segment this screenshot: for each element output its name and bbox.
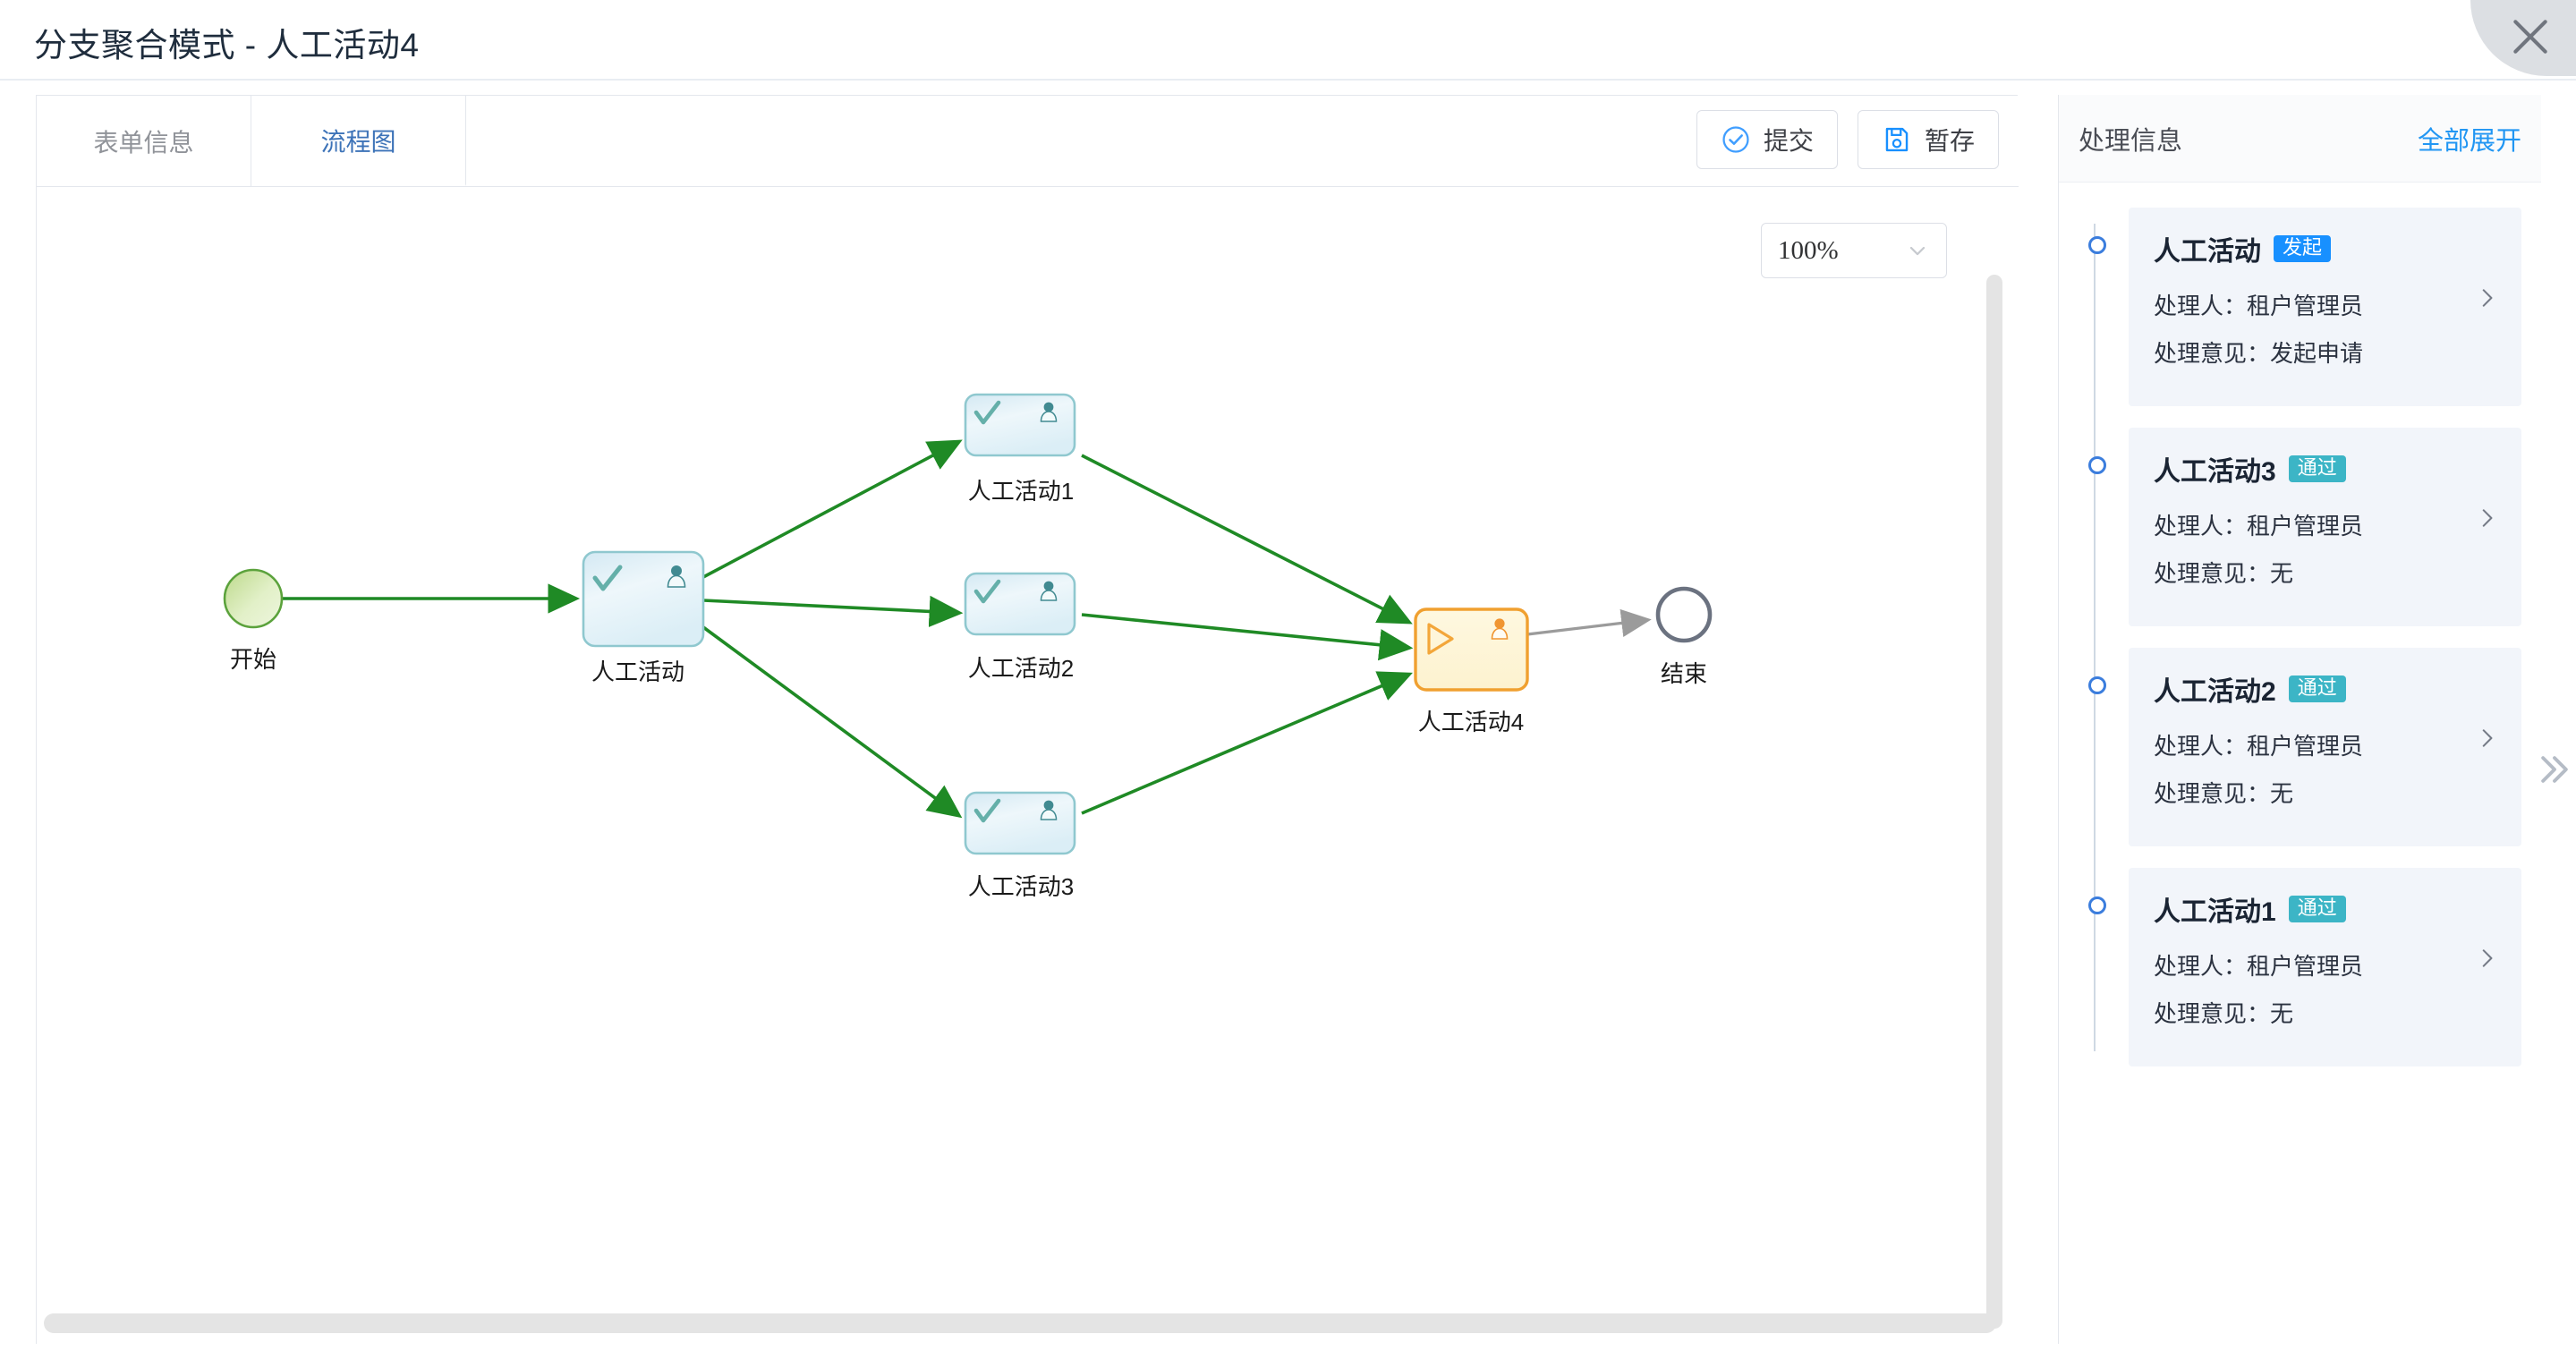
timeline-node-name: 人工活动3	[2154, 457, 2276, 487]
timeline-handler-row: 处理人：租户管理员	[2154, 293, 2364, 319]
diagram-node-start[interactable]	[223, 568, 284, 629]
status-badge: 发起	[2274, 235, 2332, 262]
window-titlebar: 分支聚合模式 - 人工活动4	[0, 0, 2576, 81]
timeline-opinion-row: 处理意见：无	[2154, 560, 2294, 587]
process-timeline: 人工活动 发起 处理人：租户管理员 处理意见：发起申请 人	[2059, 183, 2541, 1344]
timeline-item: 人工活动1 通过 处理人：租户管理员 处理意见：无	[2079, 868, 2521, 1066]
timeline-opinion-row: 处理意见：发起申请	[2154, 340, 2364, 367]
diagram-label-current-4: 人工活动4	[1417, 709, 1525, 735]
tab-bar: 表单信息 流程图 提交	[37, 96, 2019, 187]
process-info-header: 处理信息 全部展开	[2059, 95, 2541, 183]
status-badge: 通过	[2288, 455, 2346, 482]
close-icon	[2513, 20, 2547, 54]
timeline-dot-icon	[2088, 896, 2106, 914]
horizontal-scrollbar[interactable]	[44, 1313, 1996, 1333]
process-info-panel: 处理信息 全部展开 人工活动 发起 处理人：租户管理员 处理意见：发起申请	[2058, 95, 2541, 1344]
tab-flow-chart[interactable]: 流程图	[251, 96, 466, 186]
timeline-dot-icon	[2088, 236, 2106, 254]
timeline-node-name: 人工活动1	[2154, 897, 2276, 927]
timeline-card-header: 人工活动2 通过	[2154, 669, 2496, 709]
timeline-dot-icon	[2088, 456, 2106, 474]
timeline-handler-row: 处理人：租户管理员	[2154, 513, 2364, 540]
process-info-title: 处理信息	[2079, 126, 2183, 156]
chevron-down-icon	[1909, 246, 1926, 256]
save-draft-button-label: 暂存	[1924, 127, 1975, 155]
diagram-node-task-2[interactable]	[964, 572, 1076, 636]
timeline-item: 人工活动2 通过 处理人：租户管理员 处理意见：无	[2079, 648, 2521, 846]
timeline-card[interactable]: 人工活动1 通过 处理人：租户管理员 处理意见：无	[2129, 868, 2521, 1066]
chevron-right-icon[interactable]	[2475, 947, 2498, 970]
flow-canvas[interactable]: 100%	[37, 187, 2019, 1345]
flow-edges	[281, 439, 1652, 819]
action-buttons: 提交 暂存	[1696, 110, 1999, 169]
diagram-node-current-4[interactable]	[1414, 608, 1529, 692]
timeline-dot-icon	[2088, 676, 2106, 694]
circle-check-icon	[1722, 126, 1749, 153]
content-area: 表单信息 流程图 提交	[0, 81, 2576, 1368]
timeline-card-header: 人工活动3 通过	[2154, 449, 2496, 489]
chevron-right-icon[interactable]	[2475, 506, 2498, 530]
flow-card: 表单信息 流程图 提交	[36, 95, 2019, 1345]
zoom-level-value: 100%	[1778, 235, 1839, 265]
flow-diagram-svg	[223, 393, 1713, 855]
chevron-right-icon[interactable]	[2475, 286, 2498, 310]
close-button[interactable]	[2470, 0, 2576, 76]
save-draft-button[interactable]: 暂存	[1857, 110, 1999, 169]
timeline-handler-row: 处理人：租户管理员	[2154, 953, 2364, 980]
timeline-item: 人工活动3 通过 处理人：租户管理员 处理意见：无	[2079, 428, 2521, 626]
vertical-scrollbar[interactable]	[1986, 275, 2002, 1329]
status-badge: 通过	[2288, 676, 2346, 702]
timeline-axis	[2094, 224, 2096, 1051]
timeline-handler-row: 处理人：租户管理员	[2154, 733, 2364, 760]
diagram-node-end[interactable]	[1655, 586, 1713, 643]
diagram-label-end: 结束	[1660, 660, 1708, 687]
timeline-card[interactable]: 人工活动2 通过 处理人：租户管理员 处理意见：无	[2129, 648, 2521, 846]
expand-all-link[interactable]: 全部展开	[2417, 126, 2521, 156]
zoom-level-select[interactable]: 100%	[1761, 223, 1947, 278]
timeline-node-name: 人工活动2	[2154, 677, 2276, 707]
submit-button[interactable]: 提交	[1696, 110, 1838, 169]
diagram-label-task-2: 人工活动2	[967, 655, 1075, 682]
timeline-card[interactable]: 人工活动3 通过 处理人：租户管理员 处理意见：无	[2129, 428, 2521, 626]
timeline-opinion-row: 处理意见：无	[2154, 780, 2294, 807]
timeline-card-header: 人工活动 发起	[2154, 229, 2496, 268]
floppy-save-icon	[1885, 127, 1909, 152]
diagram-label-task-1: 人工活动1	[967, 478, 1075, 505]
tab-form-info[interactable]: 表单信息	[37, 96, 251, 186]
timeline-card[interactable]: 人工活动 发起 处理人：租户管理员 处理意见：发起申请	[2129, 208, 2521, 406]
diagram-node-task-3[interactable]	[964, 791, 1076, 855]
timeline-card-header: 人工活动1 通过	[2154, 889, 2496, 929]
timeline-item: 人工活动 发起 处理人：租户管理员 处理意见：发起申请	[2079, 208, 2521, 406]
diagram-label-task-3: 人工活动3	[967, 873, 1075, 900]
diagram-label-start: 开始	[229, 646, 277, 673]
page-title: 分支聚合模式 - 人工活动4	[34, 27, 420, 64]
timeline-node-name: 人工活动	[2154, 237, 2261, 267]
chevron-right-icon[interactable]	[2475, 726, 2498, 750]
diagram-label-task-0: 人工活动	[591, 659, 685, 685]
status-badge: 通过	[2288, 896, 2346, 922]
diagram-node-task-0[interactable]	[582, 550, 705, 648]
diagram-node-task-1[interactable]	[964, 393, 1076, 457]
submit-button-label: 提交	[1763, 127, 1814, 155]
timeline-opinion-row: 处理意见：无	[2154, 1000, 2294, 1027]
double-chevron-right-icon[interactable]	[2535, 750, 2574, 789]
